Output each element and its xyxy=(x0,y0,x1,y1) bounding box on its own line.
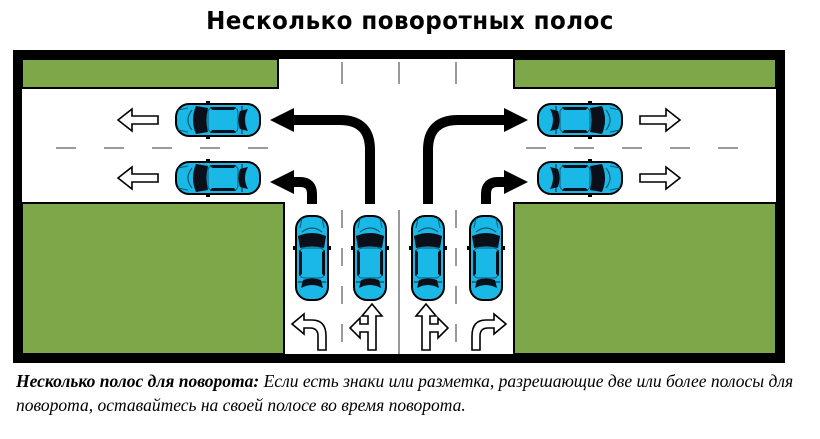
car-right-upper xyxy=(537,100,623,140)
caption-heading: Несколько полос для поворота: xyxy=(16,371,260,391)
caption: Несколько полос для поворота: Если есть … xyxy=(16,369,806,417)
grass-top-left xyxy=(21,58,279,89)
car-lane-2 xyxy=(350,215,390,301)
grass-bottom-left xyxy=(21,202,285,355)
caption-text: Если есть знаки или разметка, разрешающи… xyxy=(16,371,794,415)
lane-arrow-straight-left-icon xyxy=(348,302,384,351)
grass-bottom-right xyxy=(513,202,777,355)
diagram-title: Несколько поворотных полос xyxy=(206,6,614,35)
car-right-lower xyxy=(537,158,623,198)
car-lane-1 xyxy=(292,215,332,301)
car-lane-3 xyxy=(408,215,448,301)
lane-arrow-right-turn-icon xyxy=(471,312,508,351)
top-lane-markings xyxy=(341,62,457,84)
lane-arrow-straight-right-icon xyxy=(414,302,450,351)
bottom-lane-markings xyxy=(341,210,457,354)
turn-arrow-icon xyxy=(270,108,528,204)
lane-arrow-left-turn-icon xyxy=(290,312,327,351)
grass-top-right xyxy=(513,58,777,89)
car-left-upper xyxy=(175,100,261,140)
car-lane-4 xyxy=(466,215,506,301)
car-left-lower xyxy=(175,158,261,198)
